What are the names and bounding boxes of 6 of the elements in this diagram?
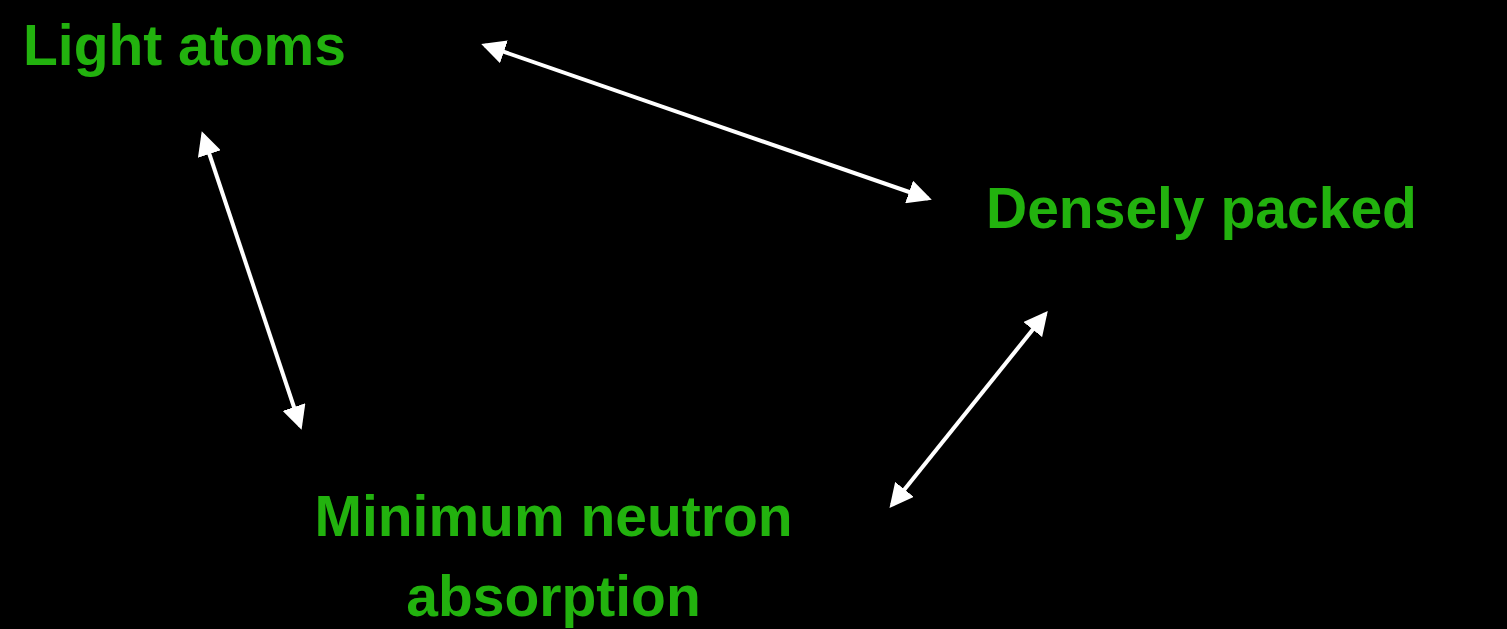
double-arrow [481,40,932,204]
node-label: Densely packed [986,175,1417,242]
double-arrow [197,131,306,430]
node-label: Minimum neutron absorption [313,483,794,629]
node-label: Light atoms [23,12,346,79]
double-arrow [889,310,1048,509]
